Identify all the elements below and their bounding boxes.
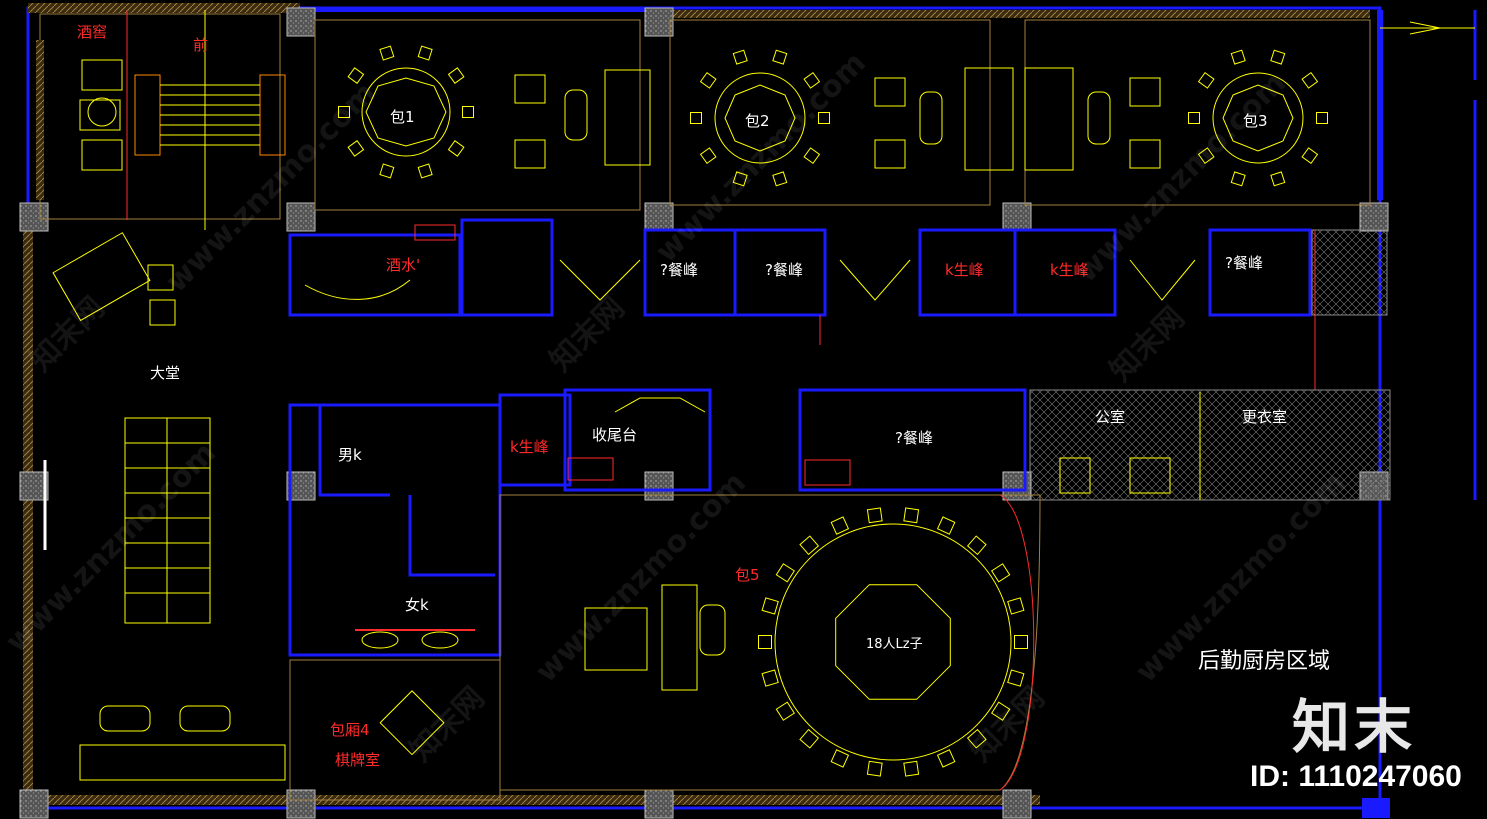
room-label-mens: 男k [338,446,362,464]
room-label-mahjong: 棋牌室 [335,751,380,769]
brand-logo: 知末 [1292,693,1417,761]
chair [991,701,1011,721]
lobby-area [43,232,286,781]
chair [417,45,433,61]
room-label-private-2: 包2 [745,112,770,130]
outer-walls [23,3,1477,810]
chair [1316,112,1328,124]
chair [758,635,772,649]
room-label-pantry-d: ?餐峰 [895,429,933,447]
office-locker [798,388,1391,501]
chair [966,728,987,749]
room-label-locker: 更衣室 [1242,408,1287,426]
private-4-area [289,659,501,801]
wine-cellar-area [36,10,286,230]
room-label-washroom-b: k生峰 [1050,261,1089,279]
chair [903,507,920,524]
chair [447,140,465,157]
chair [866,760,883,777]
chair [1270,171,1286,187]
chair [1301,147,1319,164]
room-label-pantry-b: ?餐峰 [765,261,803,279]
chair [462,106,474,118]
room-label-private-1: 包1 [390,108,415,126]
room-label-wine-water: 酒水' [386,256,420,274]
chair [936,516,956,535]
private-rooms-top [314,19,1371,211]
room-label-washroom-c: k生峰 [510,438,549,456]
chair [803,147,821,164]
blue-marker [1362,798,1390,818]
chair [417,163,433,179]
chair [379,45,395,61]
chair [772,49,788,65]
chair [761,597,779,615]
room-label-private-5: 包5 [735,566,760,584]
chair [699,72,717,89]
chair [1270,49,1286,65]
room-label-wine-cellar: 酒窖 [77,23,107,41]
chair [1007,597,1025,615]
chair [690,112,702,124]
service-row [288,218,1388,391]
chair [1188,112,1200,124]
room-label-big-table: 18人Lz子 [866,637,923,652]
chair [772,171,788,187]
chair [338,106,350,118]
chair [347,67,365,84]
chair [1301,72,1319,89]
chair [936,749,956,768]
chair [1197,72,1215,89]
chair [799,535,820,556]
room-label-office: 公室 [1095,408,1125,426]
room-label-pantry-a: ?餐峰 [660,261,698,279]
chair [830,749,850,768]
chair [1230,49,1246,65]
chair [775,701,795,721]
chair [699,147,717,164]
zone-label-kitchen: 后勤厨房区域 [1198,649,1330,674]
chair [347,140,365,157]
chair [447,67,465,84]
chair [379,163,395,179]
dining-chairs [338,45,1328,777]
chair [991,563,1011,583]
chair [775,563,795,583]
room-label-womens: 女k [405,596,429,614]
chair [830,516,850,535]
room-label-washroom-a: k生峰 [945,261,984,279]
room-label-cashier: 收尾台 [592,426,637,444]
asset-id: ID: 1110247060 [1250,760,1462,793]
private-5-area [499,494,1041,791]
chair [1197,147,1215,164]
room-label-front: 前 [193,36,208,54]
chair [966,535,987,556]
chair [903,760,920,777]
chair [1007,669,1025,687]
room-label-pantry-c: ?餐峰 [1225,254,1263,272]
chair [818,112,830,124]
room-label-private-4: 包厢4 [330,721,370,739]
chair [732,49,748,65]
chair [1230,171,1246,187]
chair [866,507,883,524]
room-label-lobby: 大堂 [150,364,180,382]
room-label-private-3: 包3 [1243,112,1268,130]
chair [761,669,779,687]
chair [803,72,821,89]
chair [732,171,748,187]
chair [799,728,820,749]
chair [1014,635,1028,649]
